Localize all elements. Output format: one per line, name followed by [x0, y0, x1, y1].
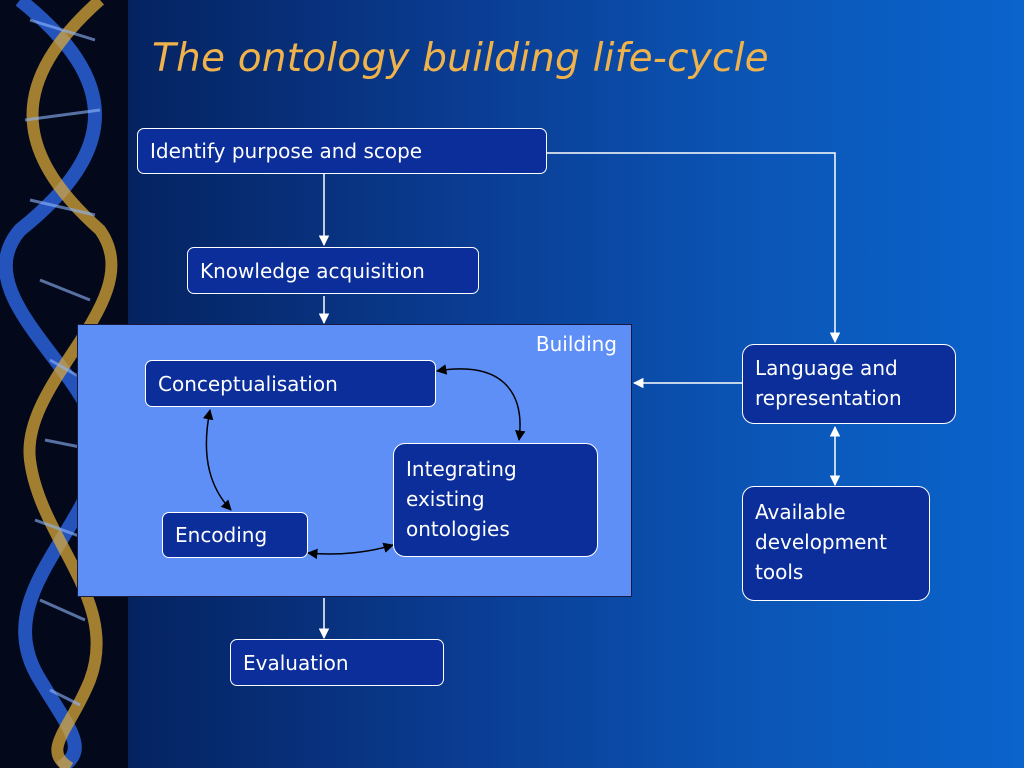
integrating-line-2: existing: [406, 487, 485, 511]
evaluation-label: Evaluation: [243, 651, 349, 675]
language-representation-box: Language and representation: [742, 344, 956, 424]
language-line-2: representation: [755, 386, 902, 410]
tools-line-3: tools: [755, 560, 804, 584]
language-line-1: Language and: [755, 356, 898, 380]
arrow-identify-to-language: [546, 152, 841, 344]
knowledge-acquisition-box: Knowledge acquisition: [187, 247, 479, 294]
arrow-conceptualisation-integrating: [435, 364, 526, 442]
evaluation-box: Evaluation: [230, 639, 444, 686]
conceptualisation-label: Conceptualisation: [158, 372, 338, 396]
identify-purpose-label: Identify purpose and scope: [150, 139, 423, 163]
building-group-label: Building: [535, 332, 617, 356]
tools-line-2: development: [755, 530, 887, 554]
conceptualisation-box: Conceptualisation: [145, 360, 436, 407]
arrow-encoding-integrating: [306, 542, 395, 560]
slide-title: The ontology building life-cycle: [152, 36, 769, 81]
integrating-ontologies-box: Integrating existing ontologies: [393, 443, 598, 557]
integrating-line-3: ontologies: [406, 517, 510, 541]
encoding-label: Encoding: [175, 523, 268, 547]
integrating-line-1: Integrating: [406, 457, 517, 481]
encoding-box: Encoding: [162, 512, 308, 558]
knowledge-acquisition-label: Knowledge acquisition: [200, 259, 425, 283]
tools-line-1: Available: [755, 500, 846, 524]
arrow-conceptualisation-encoding: [203, 408, 232, 511]
development-tools-box: Available development tools: [742, 486, 930, 601]
identify-purpose-box: Identify purpose and scope: [137, 128, 547, 174]
